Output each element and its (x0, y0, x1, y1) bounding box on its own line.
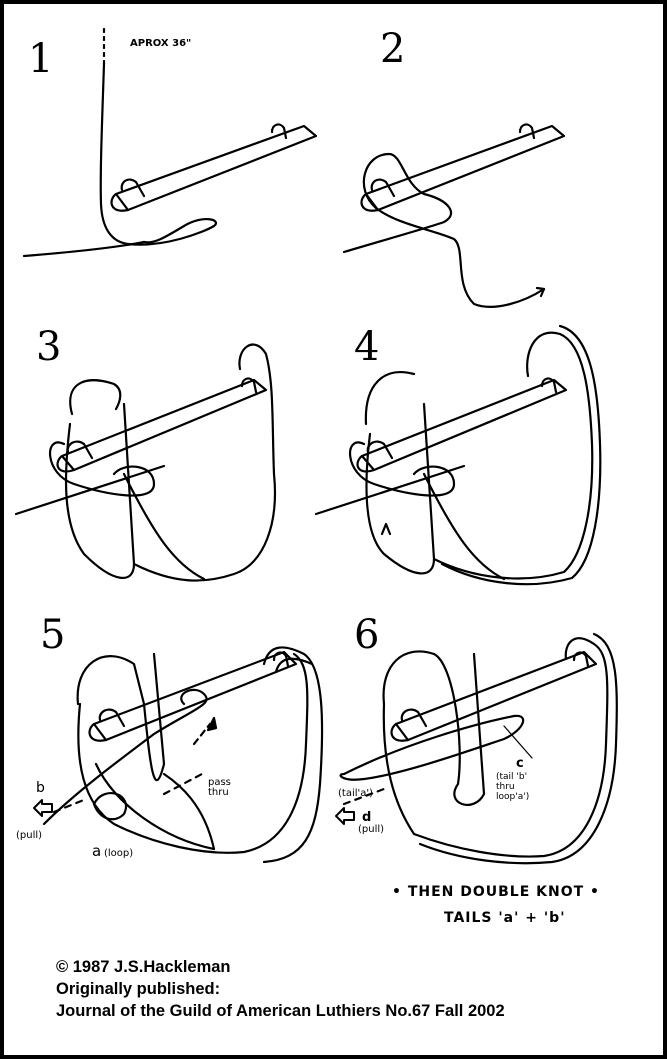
label-pass: pass (208, 777, 231, 788)
diagram-sheet: 1 APROX 36" 2 3 4 5 6 b (pull) a (loop) … (4, 4, 663, 1055)
step-6-drawing (335, 632, 618, 865)
length-note: APROX 36" (130, 38, 192, 49)
label-thru: thru (208, 787, 229, 798)
final-note-line2: TAILS 'a' + 'b' (444, 910, 566, 926)
journal-citation: Journal of the Guild of American Luthier… (56, 1002, 505, 1020)
label-c: c (516, 756, 524, 771)
step-3-drawing (14, 343, 276, 582)
final-note-line1: • THEN DOUBLE KNOT • (392, 884, 601, 900)
step-6-number: 6 (354, 612, 380, 658)
step-4-number: 4 (354, 324, 380, 370)
step-1-drawing (22, 27, 318, 258)
step-2-number: 2 (380, 26, 406, 72)
step-1-number: 1 (28, 36, 54, 82)
label-pull-5: (pull) (16, 830, 43, 841)
copyright: © 1987 J.S.Hackleman (56, 958, 231, 976)
credits: © 1987 J.S.Hackleman Originally publishe… (56, 956, 505, 1022)
step-3-number: 3 (36, 324, 62, 370)
label-tail-b: (tail 'b' (496, 772, 528, 782)
step-5-drawing (33, 646, 324, 864)
knot-illustrations (14, 27, 618, 865)
step-2-drawing (342, 123, 566, 308)
label-thru-6: thru (496, 782, 515, 792)
label-loop-a: loop'a') (496, 792, 530, 802)
label-pull-6: (pull) (358, 824, 385, 835)
published-label: Originally published: (56, 980, 221, 998)
label-b: b (36, 780, 45, 796)
label-d: d (362, 810, 372, 825)
step-4-drawing (314, 324, 602, 586)
label-a: a (92, 842, 102, 860)
label-loop: (loop) (104, 848, 134, 859)
label-tail-a: (tail'a') (338, 788, 374, 799)
step-5-number: 5 (40, 612, 66, 658)
